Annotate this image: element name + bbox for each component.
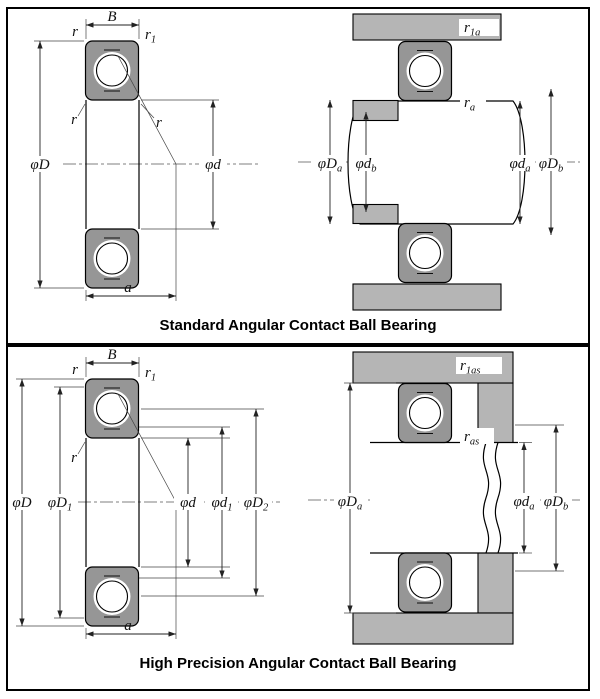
standard-bearing-diagram: B r r1 r r φD φd a — [26, 9, 580, 311]
contact-angle-line — [117, 393, 177, 503]
label-a: a — [124, 618, 132, 634]
label-ras: ras — [460, 428, 494, 448]
r-leader — [77, 103, 86, 117]
dimension-B — [85, 357, 140, 377]
label-phi-da: φda — [505, 155, 535, 175]
label-r-inner-left: r — [71, 450, 77, 466]
housing-block-bottom — [352, 283, 502, 311]
section-dimension-labels: B r r1 r r φD φd a — [26, 9, 227, 296]
svg-text:φd: φd — [180, 495, 196, 511]
mounted-bearing-bottom — [397, 222, 453, 284]
label-phi-d: φd — [174, 494, 202, 511]
mount-dimension-labels: φDa φda φDb r1as ras — [334, 357, 572, 513]
svg-text:φdb: φdb — [355, 156, 376, 175]
panel-caption: Standard Angular Contact Ball Bearing — [159, 317, 437, 334]
shaft-body — [370, 442, 518, 553]
dimension-B — [85, 19, 140, 39]
precision-bearing-diagram: B r r1 r φD φD1 φd φd1 — [8, 347, 580, 645]
svg-text:φda: φda — [513, 494, 534, 513]
svg-text:ra: ra — [464, 95, 475, 114]
svg-text:r1a: r1a — [464, 20, 480, 39]
label-r-outer: r — [72, 362, 78, 378]
label-phi-D2: φD2 — [239, 494, 272, 514]
label-phi-Da: φDa — [314, 155, 346, 175]
label-phi-db: φdb — [351, 155, 381, 175]
label-B: B — [107, 9, 116, 25]
panel-caption: High Precision Angular Contact Ball Bear… — [139, 655, 457, 672]
svg-text:φda: φda — [509, 156, 530, 175]
label-phi-d: φd — [199, 156, 227, 173]
svg-text:r1as: r1as — [460, 358, 480, 377]
label-phi-d1: φd1 — [205, 494, 238, 514]
label-r1as: r1as — [456, 357, 502, 377]
bearing-section-top — [84, 40, 140, 101]
svg-text:φDa: φDa — [338, 494, 362, 513]
svg-text:φD: φD — [12, 495, 31, 511]
mounted-bearing-view — [308, 351, 580, 645]
svg-text:ras: ras — [464, 429, 479, 448]
shaft-break-line — [494, 442, 502, 554]
label-r1a: r1a — [459, 19, 499, 39]
mount-dimension-labels: φDa φdb φda φDb r1a — [314, 19, 567, 175]
panel-precision-bearing: B r r1 r φD φD1 φd φd1 — [6, 345, 590, 691]
label-a: a — [124, 280, 132, 296]
housing-shoulder-bottom — [352, 203, 399, 225]
housing-shoulder-top — [352, 99, 399, 122]
mounted-bearing-top — [397, 40, 453, 102]
label-phi-Db: φDb — [541, 493, 572, 513]
svg-text:φD: φD — [30, 157, 49, 173]
housing-block-bottom — [352, 612, 514, 645]
svg-text:φd: φd — [205, 157, 221, 173]
section-dimension-labels: B r r1 r φD φD1 φd φd1 — [8, 347, 272, 634]
label-phi-D1: φD1 — [43, 494, 76, 514]
svg-text:φDb: φDb — [544, 494, 568, 513]
label-phi-D: φD — [26, 156, 54, 173]
dimension-a — [85, 628, 176, 639]
panel-standard-bearing: B r r1 r r φD φd a — [6, 7, 590, 345]
label-r-outer: r — [72, 24, 78, 40]
label-r1: r1 — [145, 365, 156, 384]
label-phi-da: φda — [509, 493, 540, 513]
svg-text:φDb: φDb — [539, 156, 563, 175]
label-phi-D: φD — [8, 494, 36, 511]
label-phi-Da: φDa — [334, 493, 367, 513]
label-r-inner-left: r — [71, 112, 77, 128]
svg-text:φD1: φD1 — [48, 495, 72, 514]
label-r-inner-right: r — [156, 115, 162, 131]
label-phi-Db: φDb — [536, 155, 567, 175]
dimension-a — [85, 290, 176, 301]
shaft-break-line — [482, 442, 490, 554]
svg-text:φDa: φDa — [318, 156, 342, 175]
svg-text:φd1: φd1 — [211, 495, 232, 514]
bearing-section-top — [84, 378, 140, 439]
r-leader — [77, 441, 86, 455]
r-leader — [140, 103, 155, 119]
svg-text:φD2: φD2 — [244, 495, 269, 514]
label-B: B — [107, 347, 116, 363]
label-ra: ra — [460, 94, 486, 114]
label-r1: r1 — [145, 27, 156, 46]
mounted-bearing-top — [397, 382, 453, 444]
mounted-bearing-bottom — [397, 552, 453, 613]
